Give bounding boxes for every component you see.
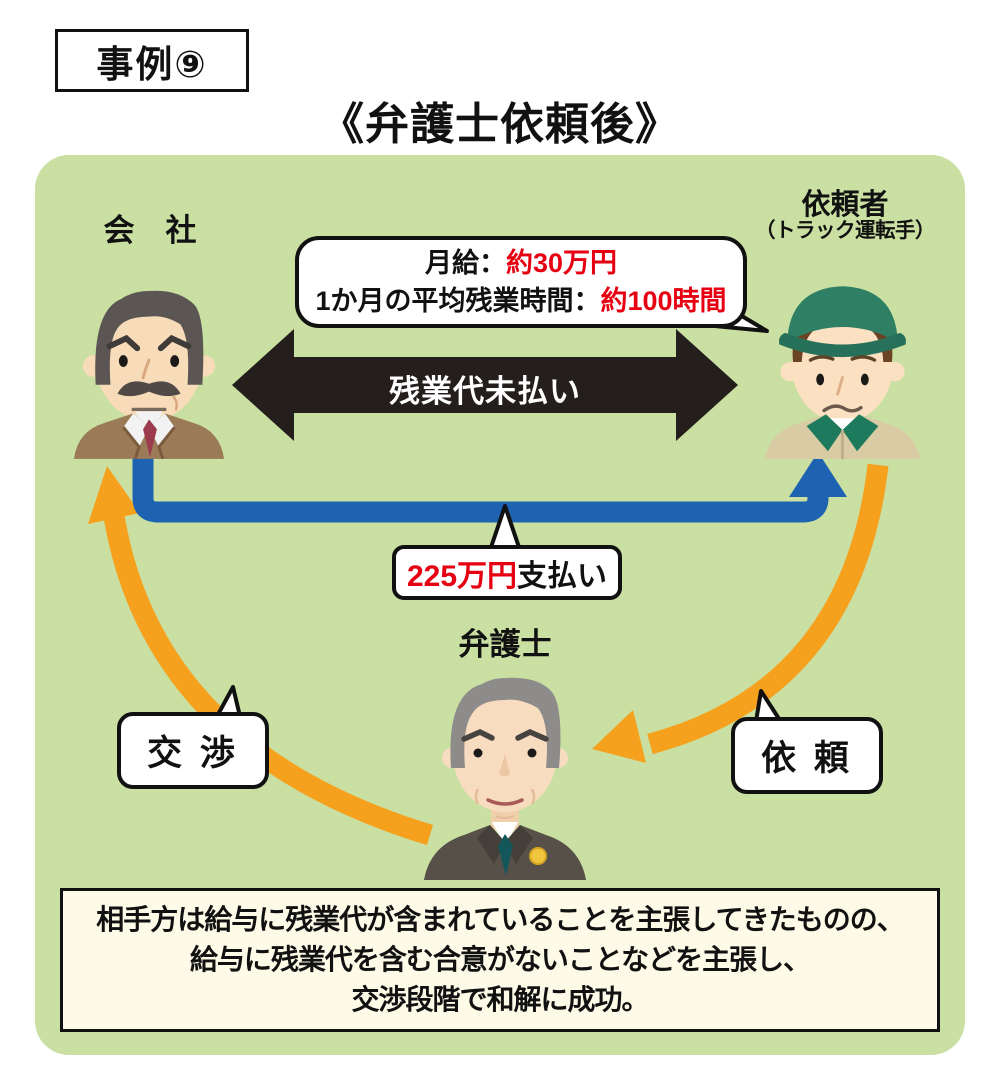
salary-line: 月給：約30万円 (425, 244, 617, 282)
payment-amount: 225万円 (406, 559, 518, 593)
request-bubble: 依 頼 (731, 717, 883, 794)
summary-line-2: 給与に残業代を含む合意がないことなどを主張し、 (189, 943, 811, 975)
client-label-sub: （トラック運転手） (755, 219, 936, 243)
payment-suffix: 支払い (517, 559, 608, 593)
client-label-main: 依頼者 (801, 189, 889, 221)
salary-info-bubble: 月給：約30万円 1か月の平均残業時間：約100時間 (295, 236, 747, 328)
salary-prefix: 月給： (424, 247, 506, 278)
request-label: 依 頼 (761, 739, 853, 778)
page-title: 《弁護士依頼後》 (320, 100, 680, 149)
company-label: 会 社 (103, 213, 197, 248)
overtime-line: 1か月の平均残業時間：約100時間 (315, 282, 726, 320)
client-label: 依頼者 （トラック運転手） (738, 190, 952, 242)
summary-box: 相手方は給与に残業代が含まれていることを主張してきたものの、 給与に残業代を含む… (60, 888, 940, 1032)
unpaid-overtime-label: 残業代未払い (389, 374, 581, 409)
summary-line-3: 交渉段階で和解に成功。 (351, 984, 649, 1016)
overtime-value: 約100時間 (600, 286, 727, 316)
overtime-prefix: 1か月の平均残業時間： (315, 286, 601, 316)
negotiation-label: 交 渉 (147, 734, 239, 773)
lawyer-label: 弁護士 (458, 627, 552, 662)
salary-value: 約30万円 (505, 247, 618, 278)
case-badge: 事例⑨ (55, 29, 249, 92)
payment-bubble: 225万円支払い (392, 545, 622, 600)
summary-line-1: 相手方は給与に残業代が含まれていることを主張してきたものの、 (96, 903, 904, 935)
case-badge-label: 事例⑨ (96, 43, 208, 85)
negotiation-bubble: 交 渉 (117, 712, 269, 789)
